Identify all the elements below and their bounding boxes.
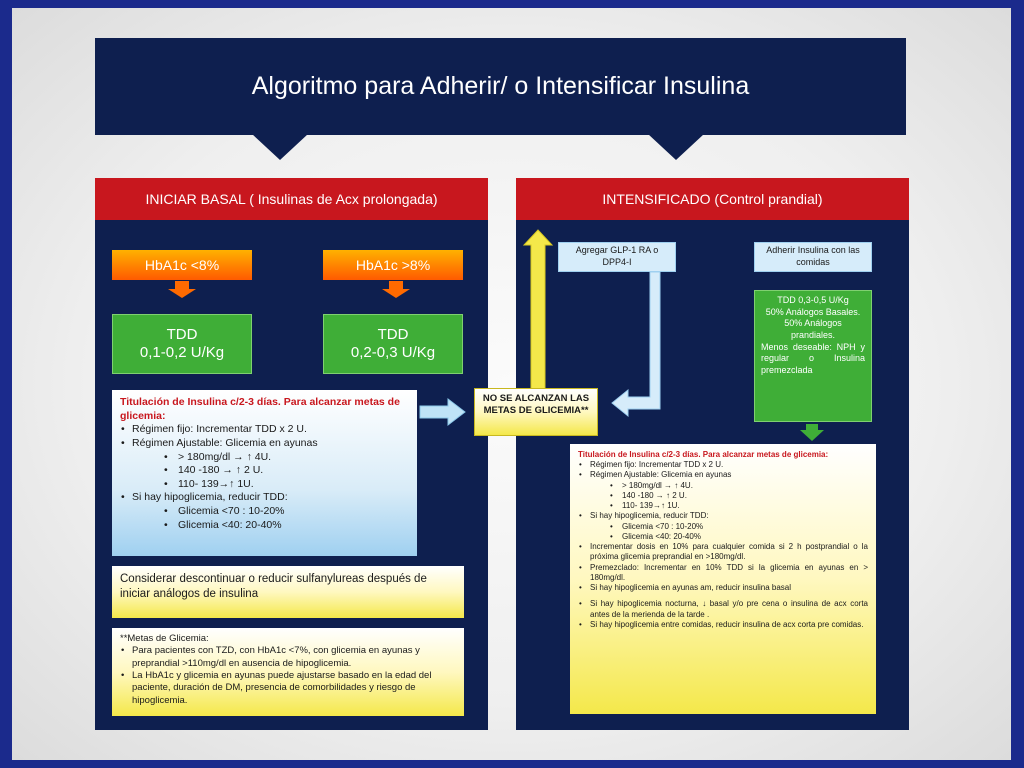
tdd-intensified-line3: 50% Análogos prandiales.	[784, 318, 842, 341]
basal-titulation-box: Titulación de Insulina c/2-3 días. Para …	[112, 390, 417, 556]
list-item: 110- 139→↑ 1U.	[120, 478, 409, 492]
list-item: Si hay hipoglicemia, reducir TDD:	[578, 511, 868, 521]
list-item: Si hay hipoglicemia nocturna, ↓ basal y/…	[578, 599, 868, 619]
list-item: La HbA1c y glicemia en ayunas puede ajus…	[120, 670, 456, 707]
slide-title-bar: Algoritmo para Adherir/ o Intensificar I…	[95, 38, 906, 135]
hba1c-high-label: HbA1c >8%	[355, 257, 431, 273]
basal-panel-header-text: INICIAR BASAL ( Insulinas de Acx prolong…	[145, 191, 438, 207]
basal-titulation-heading: Titulación de Insulina c/2-3 días. Para …	[120, 396, 400, 422]
sulfanylurea-note-text: Considerar descontinuar o reducir sulfan…	[120, 573, 427, 600]
basal-titulation-list: Régimen fijo: Incrementar TDD x 2 U. Rég…	[120, 423, 409, 532]
metas-glicemia-box: **Metas de Glicemia: Para pacientes con …	[112, 628, 464, 716]
intensified-titulation-box: Titulación de Insulina c/2-3 días. Para …	[570, 444, 876, 714]
list-item: Glicemia <40: 20-40%	[578, 532, 868, 542]
tdd-high-box: TDD 0,2-0,3 U/Kg	[323, 314, 463, 374]
list-item: > 180mg/dl → ↑ 4U.	[120, 451, 409, 465]
list-item: Incrementar dosis en 10% para cualquier …	[578, 542, 868, 562]
list-item: Si hay hipoglicemia entre comidas, reduc…	[578, 620, 868, 630]
intensified-titulation-heading: Titulación de Insulina c/2-3 días. Para …	[578, 450, 829, 459]
list-item: Régimen Ajustable: Glicemia en ayunas	[120, 437, 409, 451]
glp1-box: Agregar GLP-1 RA o DPP4-I	[558, 242, 676, 272]
list-item: Régimen Ajustable: Glicemia en ayunas	[578, 470, 868, 480]
list-item: Régimen fijo: Incrementar TDD x 2 U.	[120, 423, 409, 437]
tdd-intensified-box: TDD 0,3-0,5 U/Kg 50% Análogos Basales. 5…	[754, 290, 872, 422]
list-item: Glicemia <70 : 10-20%	[578, 522, 868, 532]
list-item: Para pacientes con TZD, con HbA1c <7%, c…	[120, 645, 456, 670]
title-notch-left	[252, 134, 308, 160]
hba1c-low-box: HbA1c <8%	[112, 250, 252, 280]
list-item: Glicemia <40: 20-40%	[120, 519, 409, 533]
intensified-panel-header: INTENSIFICADO (Control prandial)	[516, 178, 909, 220]
glp1-label: Agregar GLP-1 RA o DPP4-I	[575, 245, 659, 267]
tdd-high-line1: TDD	[377, 326, 409, 343]
sulfanylurea-note: Considerar descontinuar o reducir sulfan…	[112, 566, 464, 618]
metas-heading: **Metas de Glicemia:	[120, 633, 209, 644]
basal-panel-header: INICIAR BASAL ( Insulinas de Acx prolong…	[95, 178, 488, 220]
tdd-low-line1: TDD	[166, 326, 198, 343]
list-item: 140 -180 → ↑ 2 U.	[120, 464, 409, 478]
hba1c-low-label: HbA1c <8%	[144, 257, 220, 273]
slide-title: Algoritmo para Adherir/ o Intensificar I…	[251, 72, 750, 100]
list-item: Premezclado: Incrementar en 10% TDD si l…	[578, 563, 868, 583]
list-item: > 180mg/dl → ↑ 4U.	[578, 481, 868, 491]
list-item: Glicemia <70 : 10-20%	[120, 505, 409, 519]
tdd-intensified-line2: 50% Análogos Basales.	[765, 306, 861, 317]
tdd-intensified-line4: Menos deseable: NPH y regular o Insulina…	[761, 341, 865, 376]
title-notch-right	[648, 134, 704, 160]
adherir-insulina-box: Adherir Insulina con las comidas	[754, 242, 872, 272]
intensified-panel-header-text: INTENSIFICADO (Control prandial)	[602, 191, 823, 207]
metas-not-reached-label: NO SE ALCANZAN LAS METAS DE GLICEMIA**	[482, 393, 590, 417]
metas-list: Para pacientes con TZD, con HbA1c <7%, c…	[120, 645, 456, 707]
list-item: Régimen fijo: Incrementar TDD x 2 U.	[578, 460, 868, 470]
list-item: 110- 139→↑ 1U.	[578, 501, 868, 511]
hba1c-high-box: HbA1c >8%	[323, 250, 463, 280]
intensified-titulation-list: Régimen fijo: Incrementar TDD x 2 U. Rég…	[578, 460, 868, 630]
list-item: 140 -180 → ↑ 2 U.	[578, 491, 868, 501]
tdd-low-line2: 0,1-0,2 U/Kg	[139, 344, 225, 361]
tdd-high-line2: 0,2-0,3 U/Kg	[350, 344, 436, 361]
metas-not-reached-box: NO SE ALCANZAN LAS METAS DE GLICEMIA**	[474, 388, 598, 436]
list-item: Si hay hipoglicemia en ayunas am, reduci…	[578, 583, 868, 593]
adherir-insulina-label: Adherir Insulina con las comidas	[766, 245, 860, 267]
tdd-low-box: TDD 0,1-0,2 U/Kg	[112, 314, 252, 374]
tdd-intensified-line1: TDD 0,3-0,5 U/Kg	[777, 295, 849, 305]
list-item: Si hay hipoglicemia, reducir TDD:	[120, 491, 409, 505]
